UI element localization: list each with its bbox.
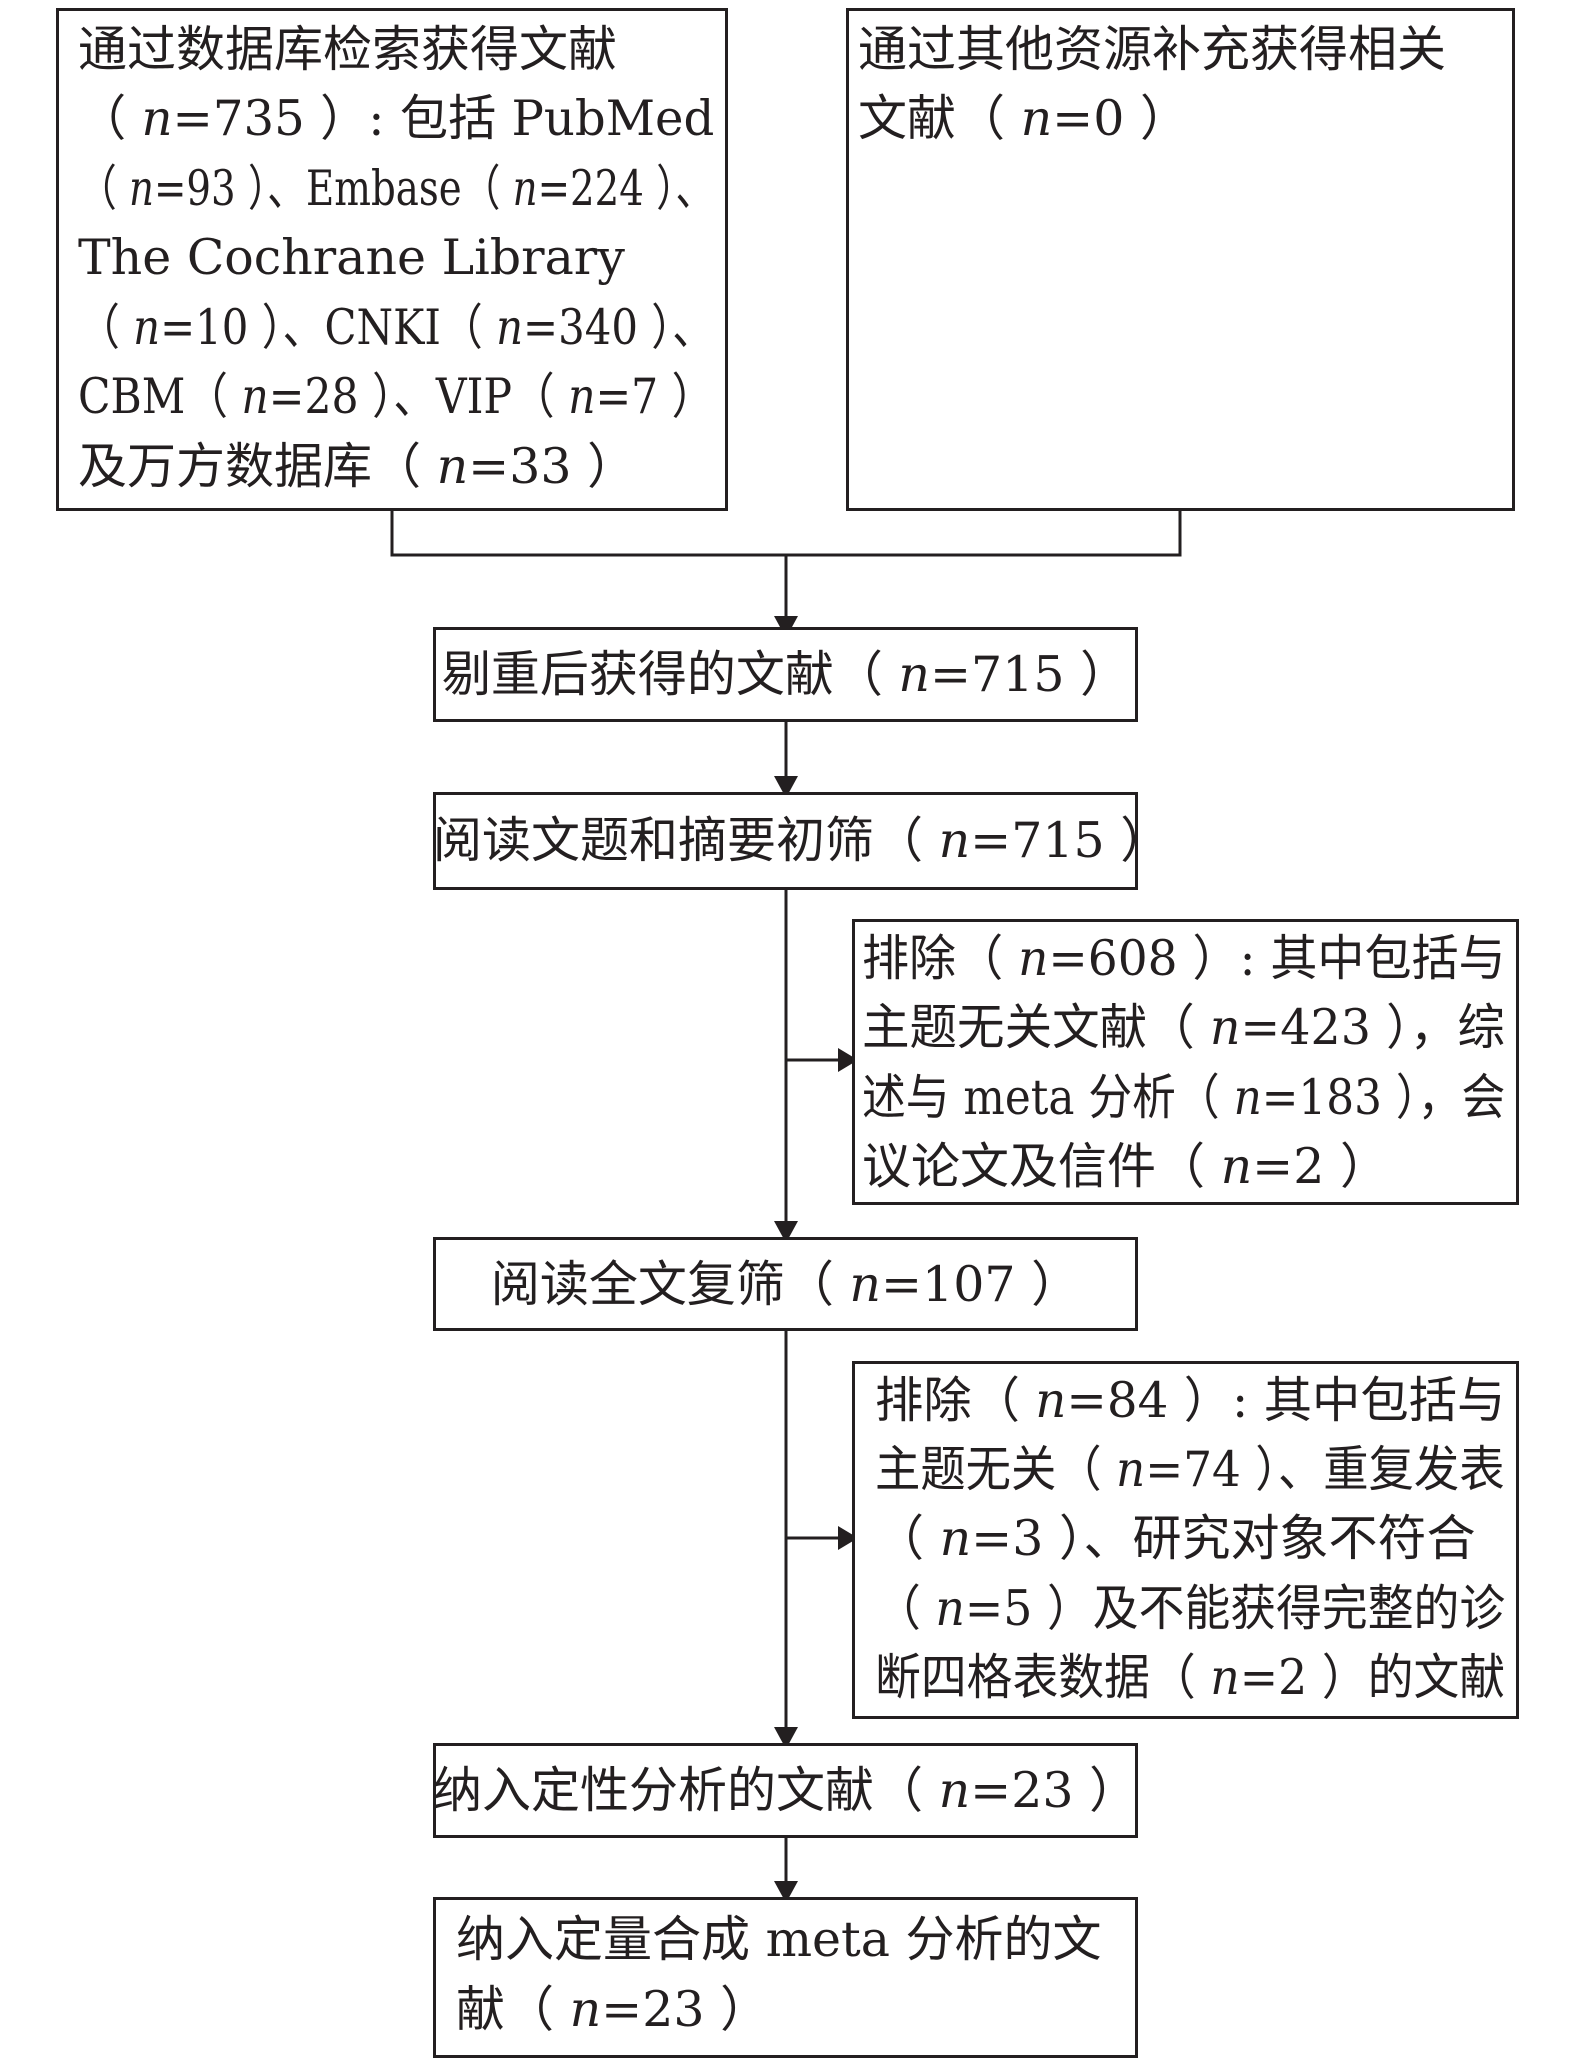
qualitative-synthesis-box (433, 1743, 1138, 1838)
exclusion-2-line: （ n=3 ）、研究对象不符合 (875, 1510, 1476, 1567)
other-sources-line: 文献（ n=0 ） (858, 90, 1189, 147)
merge-connector (390, 511, 1182, 557)
qualitative-synthesis-label: 纳入定性分析的文献（ n=23 ） (433, 1762, 1139, 1819)
database-search-line: CBM（ n=28 ）、VIP（ n=7 ） (78, 368, 715, 425)
exclusion-1-line: 主题无关文献（ n=423 ），综 (862, 999, 1505, 1056)
exclusion-2-line: 断四格表数据（ n=2 ）的文献 (875, 1649, 1506, 1706)
other-sources-box (846, 8, 1515, 511)
other-sources-line: 通过其他资源补充获得相关 (858, 21, 1447, 78)
quantitative-synthesis-line: 纳入定量合成 meta 分析的文 (456, 1911, 1102, 1968)
database-search-line: （ n=93 ）、Embase（ n=224 ）、 (78, 160, 715, 217)
exclusion-1-line: 排除（ n=608 ）: 其中包括与 (862, 930, 1506, 987)
database-search-line: （ n=10 ）、CNKI（ n=340 ）、 (78, 299, 715, 356)
database-search-line: （ n=735 ）: 包括 PubMed (78, 90, 715, 147)
database-search-line: The Cochrane Library (78, 229, 625, 286)
database-search-box (56, 8, 728, 511)
exclusion-1-box (852, 919, 1519, 1205)
database-search-line: 通过数据库检索获得文献 (78, 21, 618, 78)
fulltext-screen-box (433, 1237, 1138, 1331)
exclusion-2-box (852, 1361, 1519, 1719)
exclusion-2-line: 主题无关（ n=74 ）、重复发表 (875, 1441, 1505, 1498)
exclusion-1-line: 述与 meta 分析（ n=183 ），会 (862, 1069, 1506, 1126)
exclusion-2-line: 排除（ n=84 ）: 其中包括与 (875, 1372, 1506, 1429)
dedup-box (433, 627, 1138, 722)
database-search-line: 及万方数据库（ n=33 ） (78, 438, 637, 495)
exclusion-2-line: （ n=5 ）及不能获得完整的诊 (875, 1580, 1506, 1637)
title-abstract-screen-label: 阅读文题和摘要初筛（ n=715 ） (433, 812, 1170, 869)
dedup-label: 剔重后获得的文献（ n=715 ） (441, 646, 1130, 703)
title-abstract-screen-box (433, 792, 1138, 890)
quantitative-synthesis-line: 献（ n=23 ） (456, 1981, 770, 2038)
exclusion-1-line: 议论文及信件（ n=2 ） (862, 1138, 1389, 1195)
fulltext-screen-label: 阅读全文复筛（ n=107 ） (490, 1256, 1081, 1313)
quantitative-synthesis-box (433, 1897, 1138, 2058)
